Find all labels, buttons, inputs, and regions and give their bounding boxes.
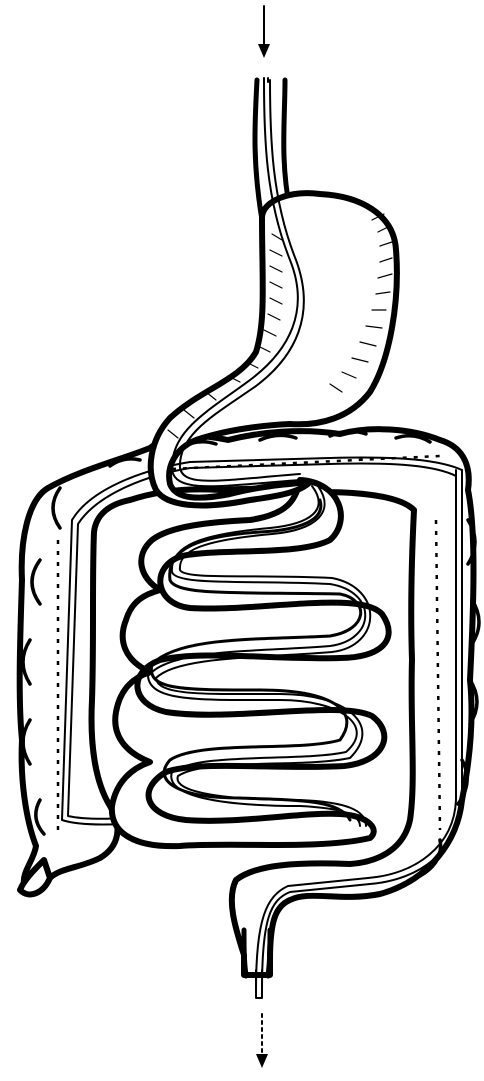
intake-arrow (258, 6, 270, 58)
exit-arrow (256, 1014, 268, 1068)
large-intestine (20, 429, 479, 990)
small-intestine (112, 480, 389, 846)
